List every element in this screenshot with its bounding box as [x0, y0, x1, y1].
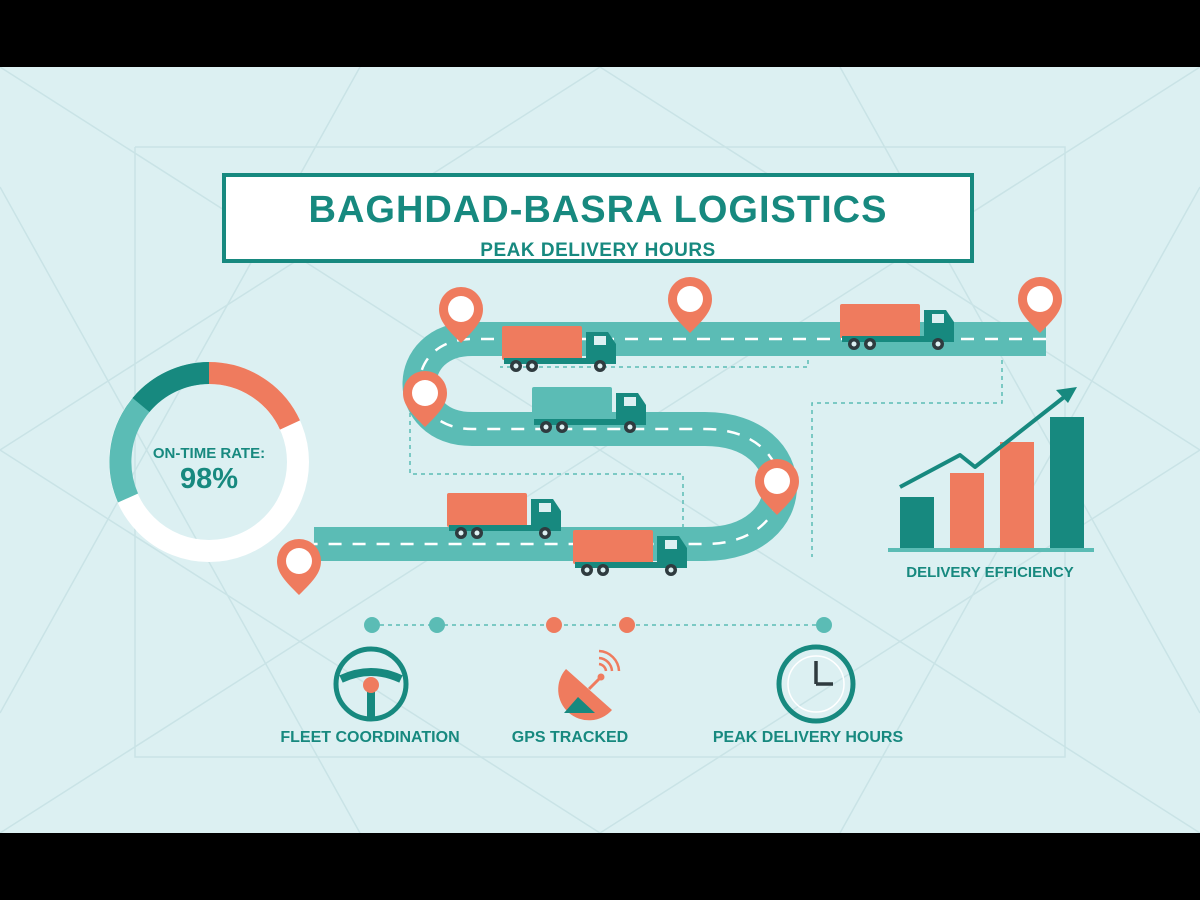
page-title: BAGHDAD-BASRA LOGISTICS [308, 189, 888, 231]
ontime-label: ON-TIME RATE: [152, 445, 266, 462]
ontime-ring [109, 361, 309, 562]
efficiency-bar [1050, 417, 1084, 550]
timeline [364, 617, 832, 633]
feature-label-fleet: FLEET COORDINATION [280, 729, 460, 746]
infographic-canvas: BAGHDAD-BASRA LOGISTICS PEAK DELIVERY HO… [0, 67, 1200, 833]
road-lane-markings [314, 337, 1046, 546]
road [314, 322, 1046, 561]
steering-wheel-icon [333, 646, 409, 722]
timeline-dot [429, 617, 445, 633]
feature-label-gps: GPS TRACKED [511, 729, 629, 746]
trend-arrowhead [1056, 387, 1077, 403]
efficiency-bar [950, 473, 984, 550]
truck-icon [573, 530, 687, 576]
clock-icon [776, 644, 856, 724]
timeline-dot [619, 617, 635, 633]
efficiency-label: DELIVERY EFFICIENCY [906, 564, 1074, 581]
route-illustration [109, 277, 1094, 724]
satellite-dish-icon [558, 649, 621, 721]
timeline-dot [364, 617, 380, 633]
page-subtitle: PEAK DELIVERY HOURS [480, 240, 716, 261]
ontime-value: 98% [179, 463, 239, 495]
truck-icon [502, 326, 616, 372]
title-box: BAGHDAD-BASRA LOGISTICS PEAK DELIVERY HO… [222, 173, 974, 263]
timeline-dot [816, 617, 832, 633]
efficiency-chart [888, 387, 1094, 552]
timeline-dot [546, 617, 562, 633]
efficiency-bar [900, 497, 934, 550]
location-pin-icon [277, 539, 321, 595]
efficiency-bar [1000, 442, 1034, 550]
trend-arrow [899, 392, 1070, 489]
feature-label-peak: PEAK DELIVERY HOURS [712, 729, 904, 746]
